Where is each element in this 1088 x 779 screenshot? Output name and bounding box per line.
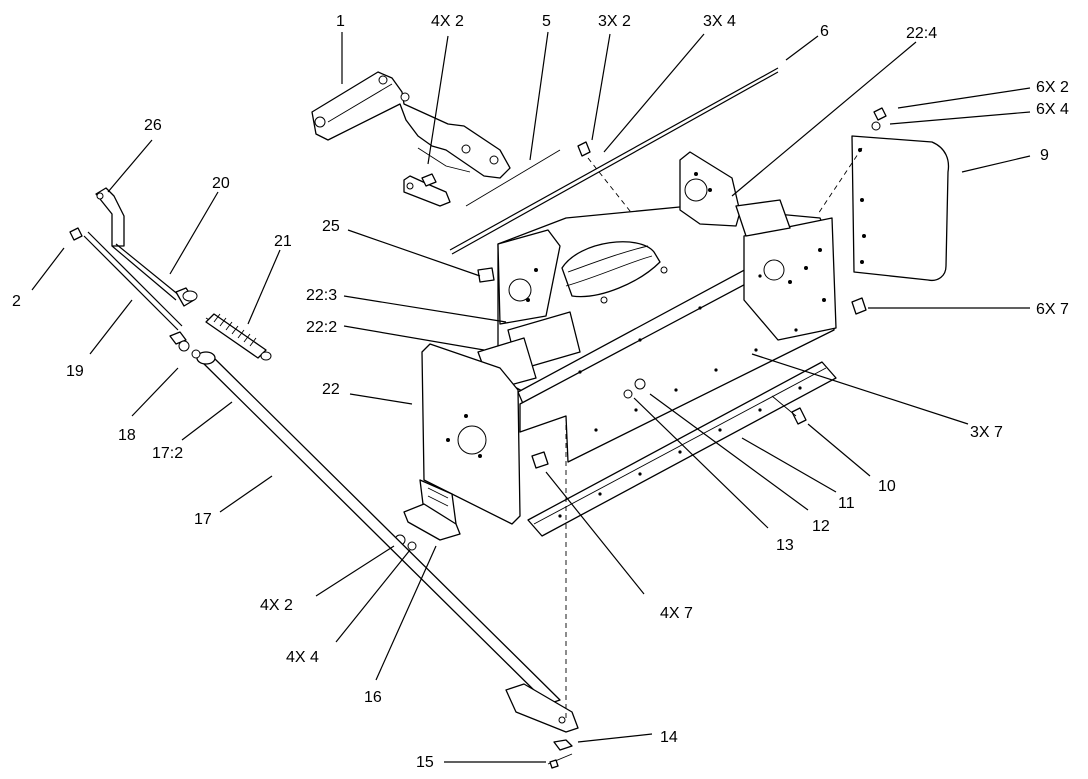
callout-6x7: 6X 7	[1036, 301, 1069, 318]
callout-4x2-top: 4X 2	[431, 13, 464, 30]
callout-14: 14	[660, 729, 678, 746]
part-22-housing	[421, 151, 837, 525]
callout-16: 16	[364, 689, 382, 706]
callout-20: 20	[212, 175, 230, 192]
callout-4x2-bot: 4X 2	[260, 597, 293, 614]
parts-12-13-nuts	[623, 378, 646, 399]
part-16-skid	[394, 479, 461, 551]
callout-19: 19	[66, 363, 84, 380]
callout-3x4: 3X 4	[703, 13, 736, 30]
callout-6x4: 6X 4	[1036, 101, 1069, 118]
part-17-rod	[196, 351, 579, 769]
callout-12: 12	[812, 518, 830, 535]
callout-4x4: 4X 4	[286, 649, 319, 666]
callout-4x7: 4X 7	[660, 605, 693, 622]
part-6-rod	[449, 67, 779, 255]
callout-3x7: 3X 7	[970, 424, 1003, 441]
part-9-shield	[817, 107, 950, 315]
callout-21: 21	[274, 233, 292, 250]
callout-10: 10	[878, 478, 896, 495]
callout-22-2: 22:2	[306, 319, 337, 336]
part-22-4-pad	[735, 199, 791, 237]
callout-25: 25	[322, 218, 340, 235]
callout-15: 15	[416, 754, 434, 771]
callout-22-3: 22:3	[306, 287, 337, 304]
callout-17-2: 17:2	[152, 445, 183, 462]
callout-22-4: 22:4	[906, 25, 937, 42]
callout-5: 5	[542, 13, 551, 30]
part-5-line	[465, 149, 561, 207]
callout-6: 6	[820, 23, 829, 40]
callout-6x2: 6X 2	[1036, 79, 1069, 96]
callout-26: 26	[144, 117, 162, 134]
callout-13: 13	[776, 537, 794, 554]
callout-labels: 1 4X 2 5 3X 2 3X 4 6 22:4 6X 2 6X 4 9 26…	[12, 13, 1069, 771]
callout-17: 17	[194, 511, 212, 528]
callout-9: 9	[1040, 147, 1049, 164]
left-linkage	[69, 187, 272, 361]
callout-3x2: 3X 2	[598, 13, 631, 30]
callout-22: 22	[322, 381, 340, 398]
part-1-lift-arm	[311, 71, 511, 207]
part-10-scraper	[527, 361, 837, 537]
callout-1: 1	[336, 13, 345, 30]
callout-18: 18	[118, 427, 136, 444]
callout-2: 2	[12, 293, 21, 310]
callout-11: 11	[838, 495, 855, 512]
leader-lines	[31, 31, 1031, 763]
